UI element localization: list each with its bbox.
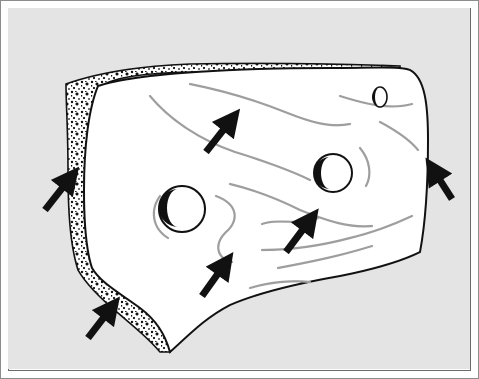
hole-icon [314,154,352,192]
hole-icon [372,87,387,107]
hole-icon [159,186,205,232]
